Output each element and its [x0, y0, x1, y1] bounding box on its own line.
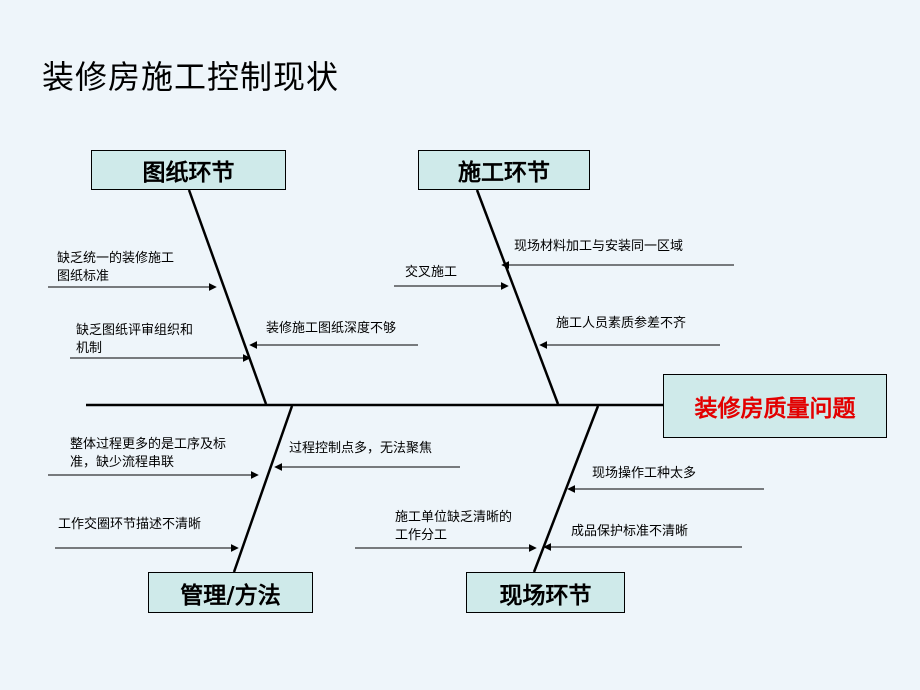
- cause-label-line: 工作分工: [395, 528, 448, 543]
- page-title: 装修房施工控制现状: [42, 58, 340, 96]
- cause-label-management-1: 整体过程更多的是工序及标 准，缺少流程串联: [70, 436, 226, 472]
- cause-label-line: 交叉施工: [405, 265, 458, 280]
- cause-label-construction-3: 施工人员素质参差不齐: [556, 315, 686, 333]
- bone-management: [232, 405, 294, 573]
- cause-label-line: 施工人员素质参差不齐: [556, 316, 687, 331]
- bone-construction: [475, 189, 560, 405]
- cause-label-construction-1: 现场材料加工与安装同一区域: [514, 238, 683, 256]
- cause-label-line: 工作交圈环节描述不清晰: [58, 517, 202, 532]
- cause-label-drawing-3: 装修施工图纸深度不够: [266, 320, 396, 338]
- cause-label-line: 缺乏统一的装修施工: [57, 251, 175, 266]
- cause-label-drawing-1: 缺乏统一的装修施工 图纸标准: [57, 250, 174, 286]
- category-drawing-box: 图纸环节: [91, 150, 286, 190]
- cause-label-line: 现场操作工种太多: [592, 466, 697, 481]
- cause-label-drawing-2: 缺乏图纸评审组织和 机制: [76, 322, 193, 358]
- cause-label-site-2: 施工单位缺乏清晰的 工作分工: [395, 509, 512, 545]
- category-site-box: 现场环节: [466, 572, 625, 613]
- cause-label-management-3: 工作交圈环节描述不清晰: [58, 516, 201, 534]
- cause-label-line: 现场材料加工与安装同一区域: [514, 239, 684, 254]
- cause-label-management-2: 过程控制点多，无法聚焦: [289, 440, 432, 458]
- category-construction-box: 施工环节: [418, 150, 590, 190]
- cause-label-line: 缺乏图纸评审组织和: [76, 323, 194, 338]
- cause-label-construction-2: 交叉施工: [405, 264, 457, 282]
- effect-box: 装修房质量问题: [663, 374, 887, 438]
- cause-label-line: 图纸标准: [57, 269, 110, 284]
- bone-drawing: [187, 189, 268, 405]
- cause-label-line: 装修施工图纸深度不够: [266, 321, 397, 336]
- cause-label-line: 整体过程更多的是工序及标: [70, 437, 227, 452]
- cause-label-line: 成品保护标准不清晰: [571, 524, 689, 539]
- cause-label-site-3: 成品保护标准不清晰: [571, 523, 688, 541]
- cause-label-line: 施工单位缺乏清晰的: [395, 510, 513, 525]
- cause-label-site-1: 现场操作工种太多: [592, 465, 696, 483]
- cause-label-line: 准，缺少流程串联: [70, 455, 175, 470]
- category-management-box: 管理/方法: [148, 572, 313, 613]
- cause-label-line: 过程控制点多，无法聚焦: [289, 441, 433, 456]
- cause-label-line: 机制: [76, 341, 103, 356]
